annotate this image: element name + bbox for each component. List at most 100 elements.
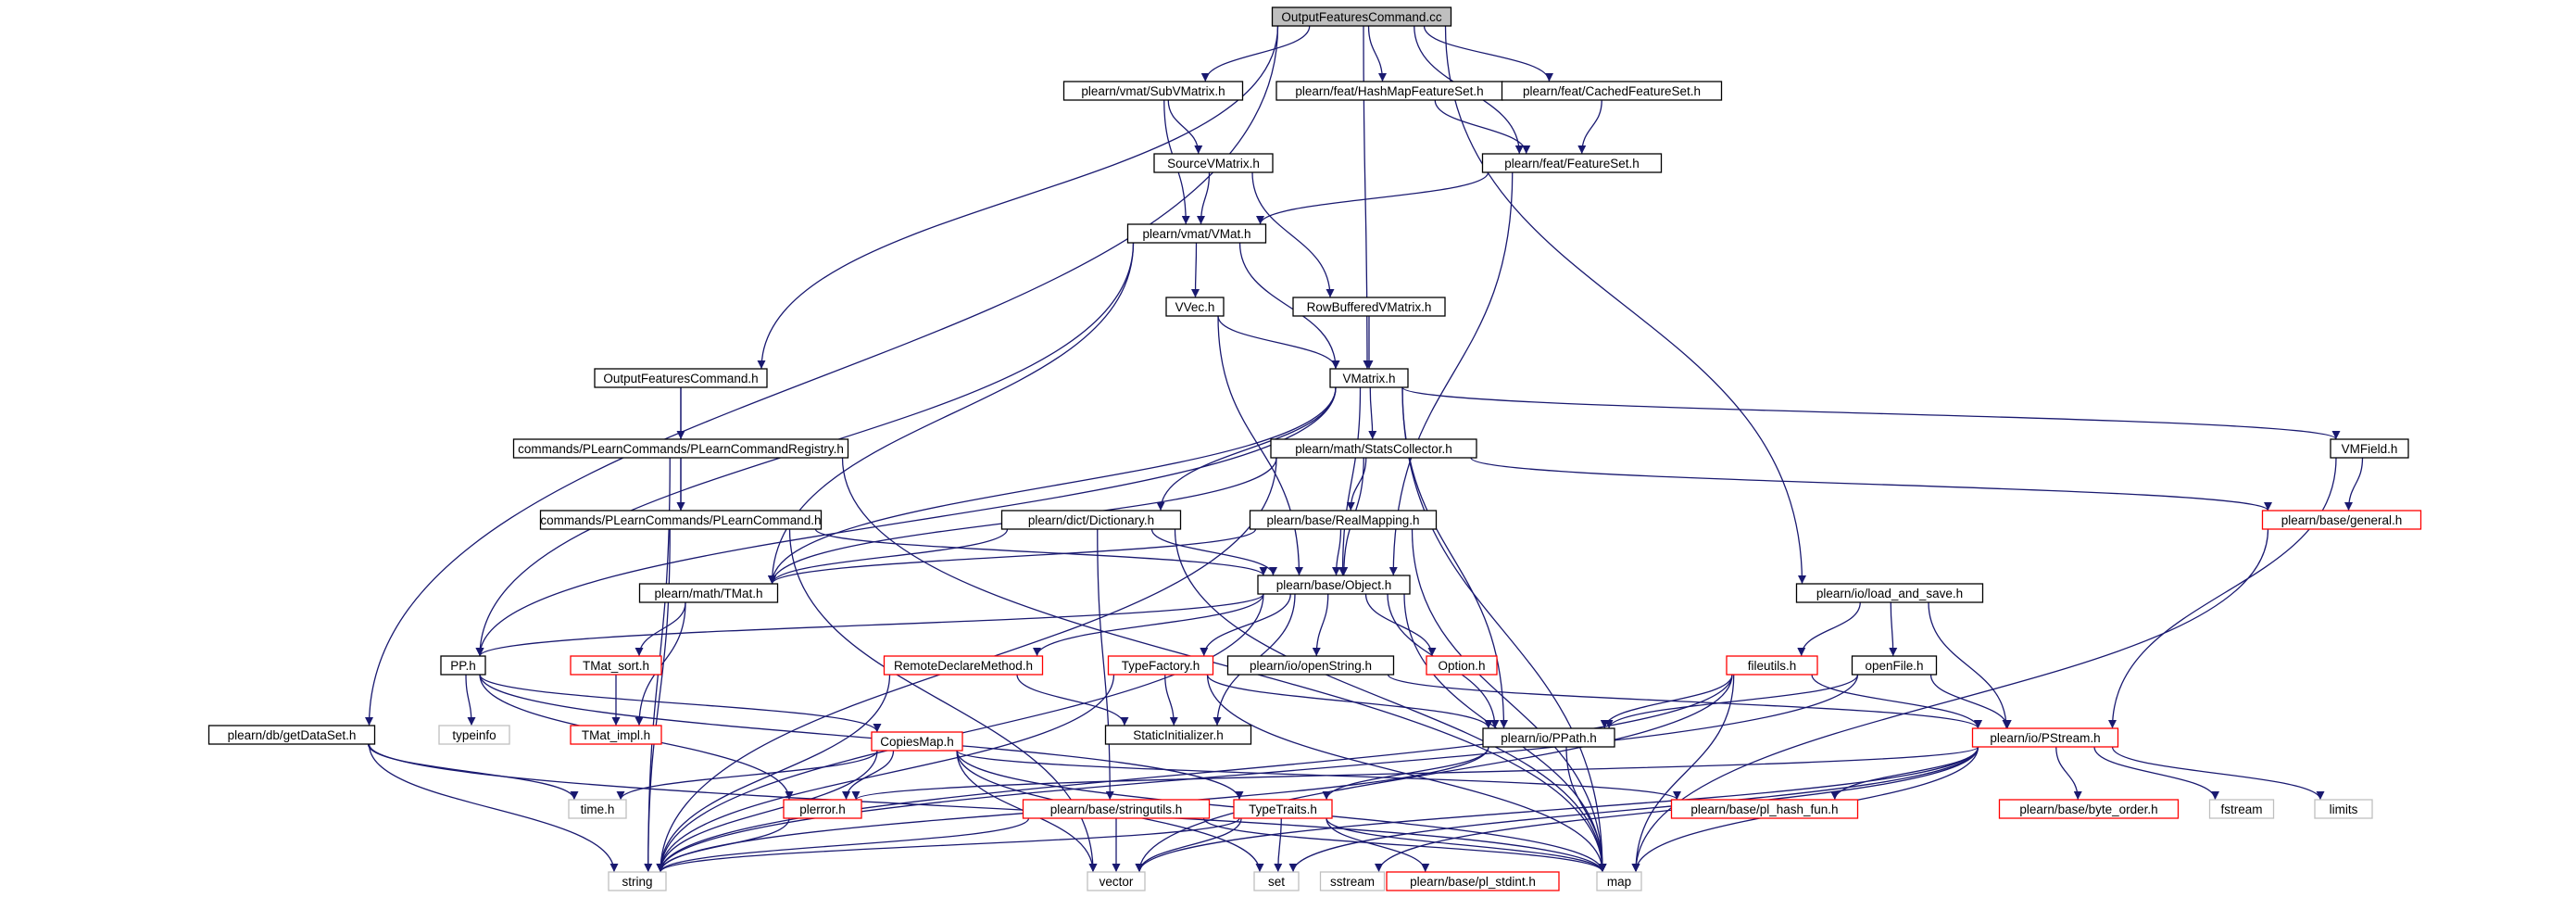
node-label: VMatrix.h: [1342, 372, 1395, 385]
node-openfile[interactable]: openFile.h: [1851, 655, 1938, 676]
node-label: plearn/io/load_and_save.h: [1816, 587, 1963, 600]
node-stats[interactable]: plearn/math/StatsCollector.h: [1270, 438, 1477, 459]
node-label: plearn/io/PPath.h: [1501, 731, 1597, 745]
node-label: fstream: [2220, 802, 2262, 816]
node-ppath[interactable]: plearn/io/PPath.h: [1482, 727, 1615, 748]
edge-sourcev-to-rowbuf: [1251, 171, 1335, 298]
edge-realmap-to-object: [1332, 528, 1342, 576]
edge-vmatrix-to-map: [1401, 386, 1607, 873]
node-box: [2208, 799, 2275, 819]
node-box: [871, 731, 963, 752]
node-plcmd[interactable]: commands/PLearnCommands/PLearnCommand.h: [539, 510, 823, 530]
edge-tmat-to-tmatsort: [635, 601, 686, 657]
node-rowbuf[interactable]: RowBufferedVMatrix.h: [1292, 297, 1446, 317]
node-label: commands/PLearnCommands/PLearnCommandReg…: [518, 442, 844, 456]
node-vmat[interactable]: plearn/vmat/VMat.h: [1126, 223, 1267, 244]
edges-layer: [365, 25, 2364, 873]
node-tmat[interactable]: plearn/math/TMat.h: [638, 583, 779, 603]
edge-submatrix-to-sourcev: [1167, 99, 1203, 155]
edge-pp-to-typetraits: [479, 674, 1244, 801]
node-map: map: [1596, 871, 1642, 891]
node-loadsave[interactable]: plearn/io/load_and_save.h: [1795, 583, 1984, 603]
node-staticinit[interactable]: StaticInitializer.h: [1104, 725, 1252, 745]
node-dict[interactable]: plearn/dict/Dictionary.h: [1000, 510, 1182, 530]
node-label: CopiesMap.h: [880, 735, 954, 749]
nodes-layer: OutputFeaturesCommand.cc plearn/vmat/SubV…: [207, 6, 2422, 891]
node-label: fileutils.h: [1748, 659, 1797, 673]
edge-pstream-to-fstream: [2093, 746, 2219, 801]
node-typefactory[interactable]: TypeFactory.h: [1107, 655, 1214, 676]
node-stdint[interactable]: plearn/base/pl_stdint.h: [1386, 871, 1560, 891]
node-root[interactable]: OutputFeaturesCommand.cc: [1271, 6, 1452, 27]
node-object[interactable]: plearn/base/Object.h: [1257, 575, 1411, 595]
node-general[interactable]: plearn/base/general.h: [2261, 510, 2422, 530]
node-openstring[interactable]: plearn/io/openString.h: [1226, 655, 1395, 676]
node-box: [1501, 81, 1723, 101]
node-box: [1386, 871, 1560, 891]
node-realmap[interactable]: plearn/base/RealMapping.h: [1249, 510, 1438, 530]
node-label: limits: [2330, 802, 2358, 816]
node-ofch[interactable]: OutputFeaturesCommand.h: [594, 368, 768, 388]
node-option[interactable]: Option.h: [1426, 655, 1498, 676]
node-tmatimpl[interactable]: TMat_impl.h: [570, 725, 662, 745]
node-typetraits[interactable]: TypeTraits.h: [1233, 799, 1333, 819]
node-registry[interactable]: commands/PLearnCommands/PLearnCommandReg…: [512, 438, 849, 459]
edge-typetraits-to-set: [1274, 817, 1283, 873]
node-label: plearn/base/Object.h: [1276, 578, 1392, 592]
node-cached[interactable]: plearn/feat/CachedFeatureSet.h: [1501, 81, 1723, 101]
edge-plcmd-to-object: [814, 528, 1268, 576]
node-label: SourceVMatrix.h: [1167, 157, 1260, 171]
node-box: [1087, 871, 1146, 891]
node-box: [1022, 799, 1211, 819]
node-label: VVec.h: [1175, 300, 1215, 314]
node-remote[interactable]: RemoteDeclareMethod.h: [883, 655, 1044, 676]
node-hashfun[interactable]: plearn/base/pl_hash_fun.h: [1670, 799, 1859, 819]
node-label: plearn/base/pl_stdint.h: [1410, 875, 1536, 889]
edge-getdataset-to-string: [368, 743, 619, 873]
node-tmatsort[interactable]: TMat_sort.h: [570, 655, 662, 676]
node-vmfield[interactable]: VMField.h: [2330, 438, 2409, 459]
node-label: map: [1607, 875, 1631, 889]
node-timeh: time.h: [568, 799, 627, 819]
node-label: TMat_impl.h: [582, 728, 650, 742]
edge-cached-to-featureset: [1577, 99, 1602, 155]
edge-dict-to-stringutils: [1097, 528, 1114, 801]
node-getdataset[interactable]: plearn/db/getDataSet.h: [207, 725, 376, 745]
node-byteorder[interactable]: plearn/base/byte_order.h: [1998, 799, 2180, 819]
edge-realmap-to-tmat: [768, 528, 1257, 585]
node-featureset[interactable]: plearn/feat/FeatureSet.h: [1481, 153, 1663, 173]
edge-vmat-to-vvec: [1191, 242, 1200, 298]
node-box: [1319, 871, 1386, 891]
node-box: [638, 583, 779, 603]
node-copiesmap[interactable]: CopiesMap.h: [871, 731, 963, 752]
node-pp[interactable]: PP.h: [440, 655, 486, 676]
node-box: [1292, 297, 1446, 317]
node-stringutils[interactable]: plearn/base/stringutils.h: [1022, 799, 1211, 819]
node-pstream[interactable]: plearn/io/PStream.h: [1971, 727, 2119, 748]
node-submatrix[interactable]: plearn/vmat/SubVMatrix.h: [1062, 81, 1244, 101]
node-vmatrix[interactable]: VMatrix.h: [1329, 368, 1409, 388]
node-box: [1126, 223, 1267, 244]
node-box: [1104, 725, 1252, 745]
node-sourcev[interactable]: SourceVMatrix.h: [1153, 153, 1274, 173]
node-label: openFile.h: [1865, 659, 1923, 673]
node-hashmap[interactable]: plearn/feat/HashMapFeatureSet.h: [1275, 81, 1503, 101]
node-box: [1271, 6, 1452, 27]
edge-typefactory-to-staticinit: [1164, 674, 1178, 726]
edge-copiesmap-to-plerror: [842, 750, 895, 801]
node-label: commands/PLearnCommands/PLearnCommand.h: [540, 513, 821, 527]
node-label: RowBufferedVMatrix.h: [1307, 300, 1432, 314]
node-vvec[interactable]: VVec.h: [1165, 297, 1225, 317]
edge-pstream-to-limits: [2111, 746, 2325, 801]
node-label: plearn/dict/Dictionary.h: [1028, 513, 1154, 527]
node-box: [1226, 655, 1395, 676]
node-box: [1257, 575, 1411, 595]
edge-vmat-to-tmat: [768, 242, 1135, 585]
node-plerror[interactable]: plerror.h: [783, 799, 862, 819]
node-box: [2261, 510, 2422, 530]
node-label: plearn/io/openString.h: [1250, 659, 1372, 673]
edge-pstream-to-vector: [1135, 746, 1979, 873]
edge-stats-to-realmap: [1346, 457, 1367, 512]
edge-loadsave-to-openfile: [1889, 601, 1898, 657]
node-fileutils[interactable]: fileutils.h: [1726, 655, 1818, 676]
